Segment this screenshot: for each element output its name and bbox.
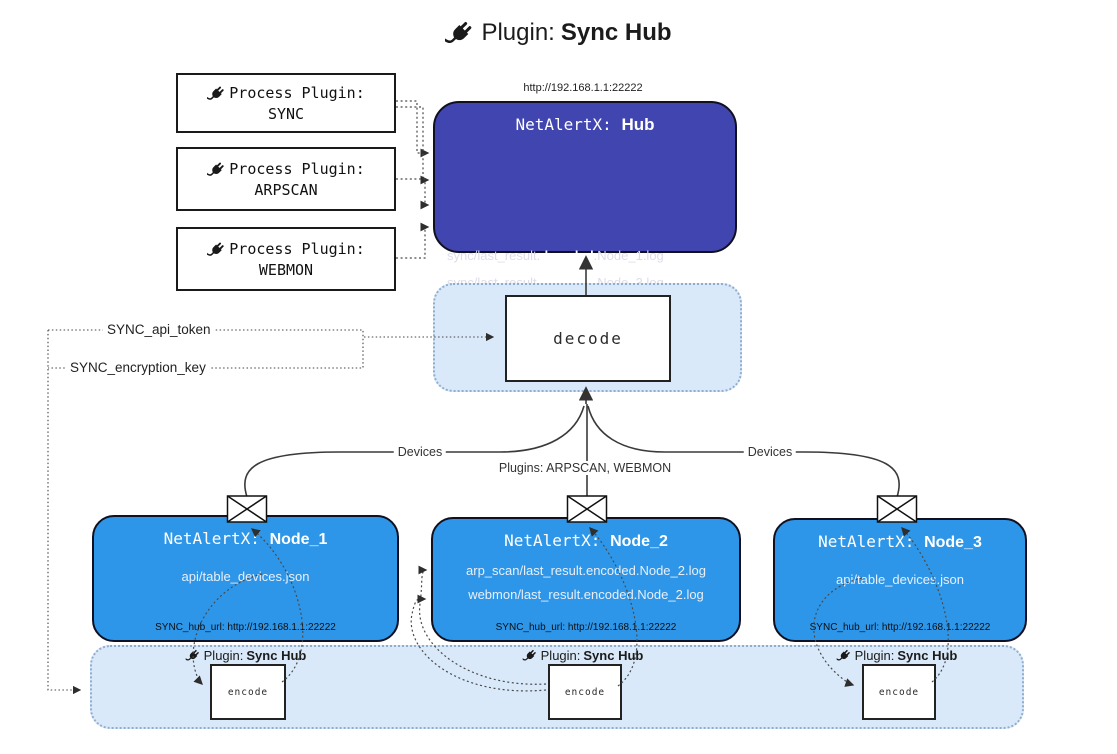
node-box-node3: NetAlertX: Node_3 api/table_devices.json… xyxy=(773,518,1027,642)
edge-label-devices-left: Devices xyxy=(393,445,447,459)
node-file: api/table_devices.json xyxy=(836,572,964,587)
hub-title-name: Hub xyxy=(621,115,655,134)
plugin-to-hub-connectors xyxy=(396,100,430,259)
node-hub-url: SYNC_hub_url: http://192.168.1.1:22222 xyxy=(809,622,991,633)
band-plugin-label: Plugin:Sync Hub xyxy=(522,648,643,663)
page-title-label: Plugin: xyxy=(481,19,555,46)
plug-icon xyxy=(207,240,226,259)
process-plugin-label: Process Plugin: xyxy=(229,240,365,258)
page-title: Plugin: Sync Hub xyxy=(0,18,1117,48)
node-hub-url: SYNC_hub_url: http://192.168.1.1:22222 xyxy=(495,622,677,633)
plug-icon xyxy=(207,84,226,103)
node-title: NetAlertX: Node_1 xyxy=(163,529,328,548)
edge-label-devices-right: Devices xyxy=(743,445,797,459)
process-plugin-box-arpscan: Process Plugin: ARPSCAN xyxy=(176,147,396,211)
process-plugin-label: Process Plugin: xyxy=(229,160,365,178)
plug-icon xyxy=(185,648,201,663)
node-files: api/table_devices.json xyxy=(94,569,397,593)
hub-title-prefix: NetAlertX: xyxy=(515,115,622,134)
node-file: api/table_devices.json xyxy=(181,569,310,584)
hub-log-line: sync/last_result.decoded.Node_1.log xyxy=(447,248,664,263)
process-plugin-box-sync: Process Plugin: SYNC xyxy=(176,73,396,133)
encode-box: encode xyxy=(862,664,936,720)
hub-box: NetAlertX: Hub sync/last_result.decoded.… xyxy=(433,101,737,337)
hub-url: http://192.168.1.1:22222 xyxy=(523,82,643,94)
encode-box: encode xyxy=(210,664,286,720)
band-plugin-label: Plugin:Sync Hub xyxy=(836,648,957,663)
band-plugin-label: Plugin:Sync Hub xyxy=(185,648,306,663)
plug-icon xyxy=(207,160,226,179)
node-files: api/table_devices.json xyxy=(775,572,1025,596)
node-file: arp_scan/last_result.encoded.Node_2.log xyxy=(466,563,706,578)
encode-box: encode xyxy=(548,664,622,720)
process-plugin-name: WEBMON xyxy=(258,260,314,279)
node-hub-url: SYNC_hub_url: http://192.168.1.1:22222 xyxy=(155,622,336,633)
plug-icon xyxy=(445,18,475,48)
node-title: NetAlertX: Node_2 xyxy=(504,531,668,550)
process-plugin-box-webmon: Process Plugin: WEBMON xyxy=(176,227,396,291)
process-plugin-name: SYNC xyxy=(267,104,305,123)
config-label-encryption-key: SYNC_encryption_key xyxy=(66,360,210,375)
config-label-api-token: SYNC_api_token xyxy=(103,322,215,337)
node-files: arp_scan/last_result.encoded.Node_2.log … xyxy=(433,563,739,611)
hub-title: NetAlertX: Hub xyxy=(435,115,735,135)
node-box-node1: NetAlertX: Node_1 api/table_devices.json… xyxy=(92,515,399,642)
node-file: webmon/last_result.encoded.Node_2.log xyxy=(468,587,704,602)
decode-box: decode xyxy=(505,295,671,382)
process-plugin-label: Process Plugin: xyxy=(229,84,365,102)
node-title: NetAlertX: Node_3 xyxy=(818,532,982,551)
page-title-name: Sync Hub xyxy=(560,19,672,46)
process-plugin-name: ARPSCAN xyxy=(254,180,318,199)
node-box-node2: NetAlertX: Node_2 arp_scan/last_result.e… xyxy=(431,517,741,642)
edge-label-plugins: Plugins: ARPSCAN, WEBMON xyxy=(494,461,676,475)
plug-icon xyxy=(522,648,538,663)
plug-icon xyxy=(836,648,852,663)
